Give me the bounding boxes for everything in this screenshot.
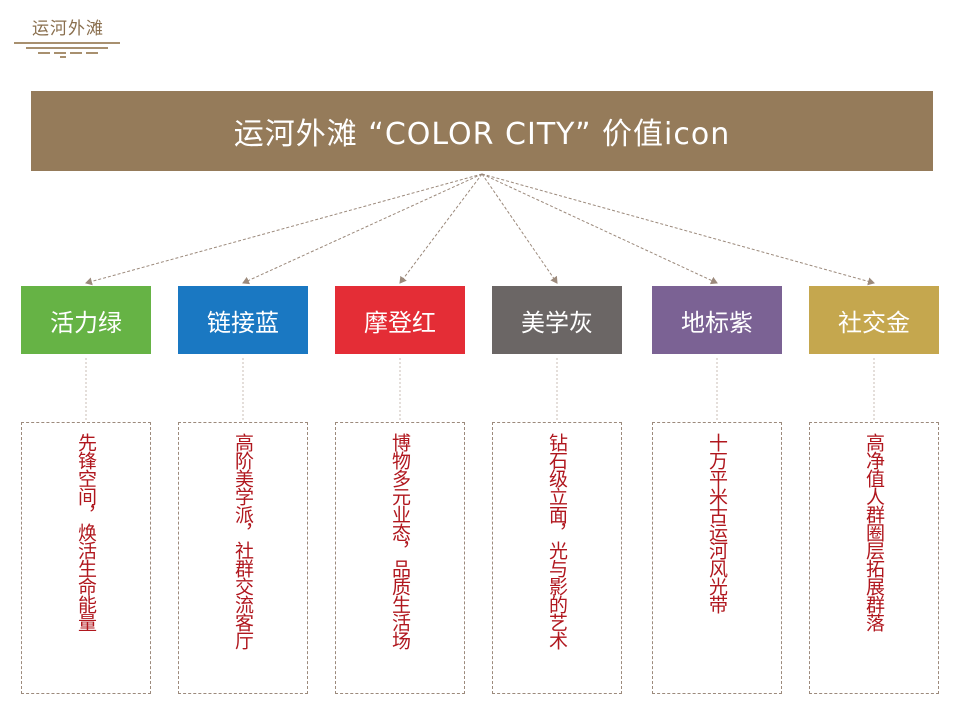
category-label: 链接蓝	[207, 308, 279, 337]
description-text: 高阶美学派，社群交流客厅	[232, 433, 254, 649]
category-box-5: 地标紫	[652, 286, 782, 354]
description-text: 博物多元业态，品质生活场	[389, 433, 411, 649]
category-box-2: 链接蓝	[178, 286, 308, 354]
description-box-6: 高净值人群圈层拓展群落	[809, 422, 939, 694]
logo-text: 运河外滩	[32, 19, 104, 39]
description-text: 钻石级立面，光与影的艺术	[546, 433, 568, 649]
connector-arrow-1	[85, 173, 483, 286]
description-text: 先锋空间，焕活生命能量	[75, 433, 97, 631]
category-box-6: 社交金	[809, 286, 939, 354]
description-box-1: 先锋空间，焕活生命能量	[21, 422, 151, 694]
connector-arrow-5	[481, 173, 718, 285]
logo-wave-lines	[14, 42, 120, 58]
description-box-3: 博物多元业态，品质生活场	[335, 422, 465, 694]
category-label: 摩登红	[364, 308, 436, 337]
description-box-5: 十万平米古运河风光带	[652, 422, 782, 694]
connector-arrow-3	[399, 173, 483, 284]
category-label: 活力绿	[50, 308, 122, 337]
category-box-3: 摩登红	[335, 286, 465, 354]
page-title: 运河外滩 “COLOR CITY” 价值icon	[31, 91, 933, 171]
category-label: 地标紫	[681, 308, 753, 337]
connector-arrow-6	[481, 173, 875, 286]
category-label: 社交金	[838, 308, 910, 337]
connector-arrow-2	[242, 173, 483, 285]
category-box-4: 美学灰	[492, 286, 622, 354]
connector-arrow-4	[481, 173, 558, 284]
category-box-1: 活力绿	[21, 286, 151, 354]
description-box-4: 钻石级立面，光与影的艺术	[492, 422, 622, 694]
description-text: 高净值人群圈层拓展群落	[863, 433, 885, 631]
description-text: 十万平米古运河风光带	[706, 433, 728, 613]
category-label: 美学灰	[521, 308, 593, 337]
description-box-2: 高阶美学派，社群交流客厅	[178, 422, 308, 694]
brand-logo: 运河外滩	[14, 14, 124, 60]
